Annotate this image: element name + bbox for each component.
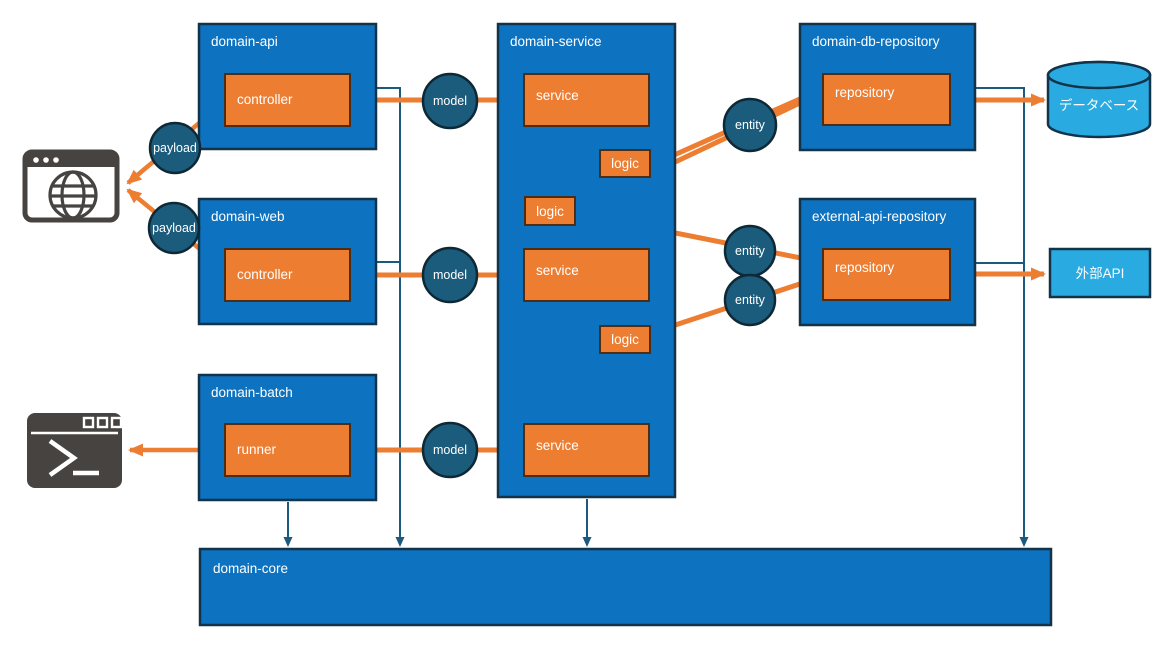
component-label: repository bbox=[835, 260, 895, 275]
terminal-prompt-chevron bbox=[48, 439, 78, 477]
module-domain-db-repository: domain-db-repository repository bbox=[798, 22, 977, 152]
connector-model-api: model bbox=[421, 72, 479, 130]
component-box bbox=[523, 73, 650, 127]
external-system-external-api: 外部API bbox=[1048, 247, 1152, 299]
module-title: external-api-repository bbox=[812, 209, 947, 224]
component-box bbox=[224, 248, 351, 302]
external-system-database: データベース bbox=[1046, 60, 1152, 139]
component-service-bottom: service bbox=[523, 423, 650, 477]
payload-circle bbox=[147, 201, 201, 255]
module-title: domain-batch bbox=[211, 385, 293, 400]
browser-dot bbox=[33, 157, 39, 163]
database-label: データベース bbox=[1059, 97, 1139, 113]
database-cylinder-top bbox=[1046, 60, 1152, 90]
browser-titlebar bbox=[25, 152, 117, 167]
module-title: domain-core bbox=[213, 561, 288, 576]
component-repository-db: repository bbox=[822, 73, 951, 126]
dependency-db-repository-to-core bbox=[975, 87, 1029, 547]
entity-circle bbox=[722, 97, 778, 153]
external-api-label: 外部API bbox=[1076, 266, 1125, 281]
component-box bbox=[523, 248, 650, 302]
component-box bbox=[599, 325, 651, 354]
connector-entity-external-upper: entity bbox=[723, 224, 777, 278]
component-controller-web: controller bbox=[224, 248, 351, 302]
connector-payload-api: payload bbox=[148, 121, 202, 175]
model-label: model bbox=[433, 443, 467, 457]
component-logic-mid: logic bbox=[524, 196, 576, 226]
module-domain-web: domain-web controller bbox=[197, 197, 378, 326]
component-controller-api: controller bbox=[224, 73, 351, 127]
web-browser-icon bbox=[22, 149, 120, 223]
model-circle bbox=[421, 421, 479, 479]
browser-dot bbox=[53, 157, 59, 163]
dependency-domain-api-to-core bbox=[376, 87, 405, 547]
connector-entity-external-lower: entity bbox=[723, 273, 777, 327]
terminal-button bbox=[82, 416, 95, 429]
component-box bbox=[599, 149, 651, 178]
connector-payload-web: payload bbox=[147, 201, 201, 255]
dependency-edges bbox=[283, 87, 1029, 547]
component-label: repository bbox=[835, 85, 895, 100]
module-domain-batch: domain-batch runner bbox=[197, 373, 378, 502]
payload-circle bbox=[148, 121, 202, 175]
entity-label: entity bbox=[735, 244, 766, 258]
component-logic-lower: logic bbox=[599, 325, 651, 354]
module-title: domain-db-repository bbox=[812, 34, 940, 49]
component-label: logic bbox=[611, 332, 639, 347]
entity-label: entity bbox=[735, 293, 766, 307]
module-box bbox=[198, 547, 1053, 627]
component-label: controller bbox=[237, 267, 293, 282]
connector-model-batch: model bbox=[421, 421, 479, 479]
terminal-button bbox=[96, 416, 109, 429]
model-circle bbox=[421, 246, 479, 304]
module-domain-core: domain-core bbox=[198, 547, 1053, 627]
component-label: logic bbox=[536, 204, 564, 219]
external-api-box bbox=[1048, 247, 1152, 299]
connector-entity-db: entity bbox=[722, 97, 778, 153]
component-service-mid: service bbox=[523, 248, 650, 302]
browser-dot bbox=[43, 157, 49, 163]
component-label: runner bbox=[237, 442, 277, 457]
component-runner: runner bbox=[224, 423, 351, 477]
component-box bbox=[523, 423, 650, 477]
globe-icon bbox=[48, 170, 98, 220]
model-label: model bbox=[433, 268, 467, 282]
terminal-window bbox=[27, 413, 122, 488]
component-label: controller bbox=[237, 92, 293, 107]
payload-label: payload bbox=[153, 141, 197, 155]
component-box bbox=[822, 73, 951, 126]
component-label: logic bbox=[611, 156, 639, 171]
module-title: domain-api bbox=[211, 34, 278, 49]
component-service-top: service bbox=[523, 73, 650, 127]
component-label: service bbox=[536, 438, 579, 453]
connector-model-web: model bbox=[421, 246, 479, 304]
entity-label: entity bbox=[735, 118, 766, 132]
module-title: domain-service bbox=[510, 34, 602, 49]
component-box bbox=[822, 248, 951, 301]
component-box bbox=[524, 196, 576, 226]
module-domain-service: domain-service service logic logic servi… bbox=[496, 22, 677, 499]
component-box bbox=[224, 423, 351, 477]
module-domain-api: domain-api controller bbox=[197, 22, 378, 151]
model-circle bbox=[421, 72, 479, 130]
terminal-button bbox=[110, 416, 123, 429]
component-label: service bbox=[536, 88, 579, 103]
entity-circle bbox=[723, 273, 777, 327]
model-label: model bbox=[433, 94, 467, 108]
payload-label: payload bbox=[152, 221, 196, 235]
component-logic-upper: logic bbox=[599, 149, 651, 178]
component-repository-external: repository bbox=[822, 248, 951, 301]
component-label: service bbox=[536, 263, 579, 278]
module-external-api-repository: external-api-repository repository bbox=[798, 197, 977, 327]
terminal-icon bbox=[27, 413, 123, 488]
component-box bbox=[224, 73, 351, 127]
module-title: domain-web bbox=[211, 209, 285, 224]
